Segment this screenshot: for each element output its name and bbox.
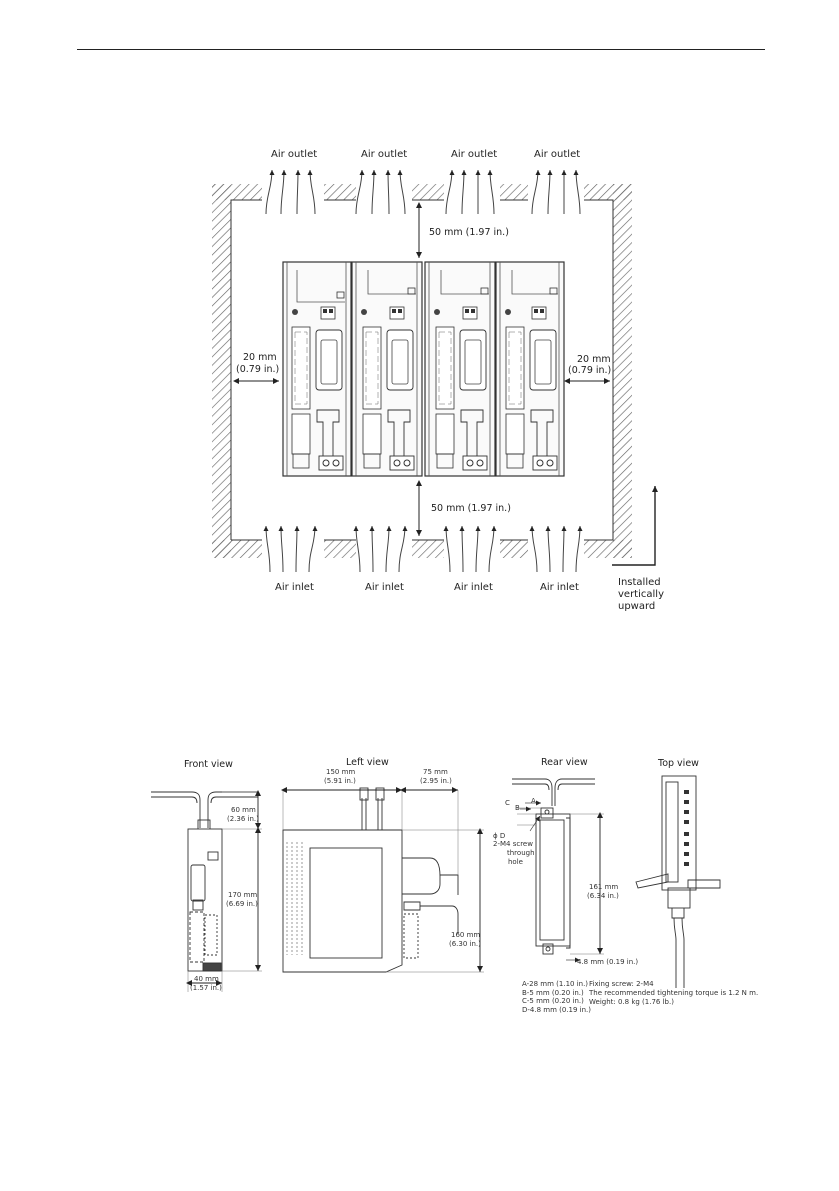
top-view-drawing bbox=[635, 775, 721, 988]
air-outlet-label-1: Air outlet bbox=[271, 149, 317, 160]
right-clearance-in: (0.79 in.) bbox=[568, 365, 611, 376]
rear-label-d: ϕ D bbox=[493, 832, 505, 840]
rear-label-b: B bbox=[515, 804, 520, 812]
top-view-title: Top view bbox=[657, 758, 699, 769]
dim-40-mm: 40 mm bbox=[194, 975, 219, 983]
cabinet-wall-hatched bbox=[212, 184, 632, 558]
dim-4-8: 4.8 mm (0.19 in.) bbox=[577, 958, 638, 966]
cabinet-figure: Air outlet Air outlet Air outlet Air out… bbox=[212, 149, 664, 612]
air-inlet-arrows bbox=[263, 525, 583, 573]
top-clearance-label: 50 mm (1.97 in.) bbox=[429, 227, 509, 238]
rear-view-title: Rear view bbox=[541, 757, 588, 768]
fixing-screw-note: Fixing screw: 2-M4 bbox=[589, 980, 654, 988]
dim-60-mm: 60 mm bbox=[231, 806, 256, 814]
rear-label-c: C bbox=[505, 799, 510, 807]
air-outlet-label-2: Air outlet bbox=[361, 149, 407, 160]
dim-150-mm: 150 mm bbox=[326, 768, 355, 776]
install-note-line1: Installed bbox=[618, 577, 661, 588]
install-note-line2: vertically bbox=[618, 589, 664, 600]
air-inlet-label-2: Air inlet bbox=[365, 582, 404, 593]
dim-150-in: (5.91 in.) bbox=[324, 777, 356, 785]
header-rule bbox=[77, 49, 765, 50]
left-view-title: Left view bbox=[346, 757, 389, 768]
dim-170-mm: 170 mm bbox=[228, 891, 257, 899]
weight-note: Weight: 0.8 kg (1.76 lb.) bbox=[589, 998, 674, 1006]
rear-view-drawing bbox=[512, 778, 604, 963]
servo-drive-1 bbox=[282, 261, 352, 477]
servo-drive-4 bbox=[495, 261, 565, 477]
right-clearance-mm: 20 mm bbox=[577, 354, 611, 365]
dim-60-in: (2.36 in.) bbox=[227, 815, 259, 823]
dim-170-in: (6.69 in.) bbox=[226, 900, 258, 908]
left-clearance-in: (0.79 in.) bbox=[236, 364, 279, 375]
dim-161-mm: 161 mm bbox=[589, 883, 618, 891]
servo-drive-2 bbox=[351, 261, 423, 477]
servo-drive-3 bbox=[424, 261, 496, 477]
dimension-figure: Front view Left view Rear view Top view … bbox=[151, 757, 758, 1014]
left-clearance-mm: 20 mm bbox=[243, 352, 277, 363]
install-note-line3: upward bbox=[618, 601, 655, 612]
air-inlet-label-1: Air inlet bbox=[275, 582, 314, 593]
screw-note-line3: hole bbox=[508, 858, 523, 866]
legend-b: B-5 mm (0.20 in.) bbox=[522, 989, 584, 997]
dim-161-in: (6.34 in.) bbox=[587, 892, 619, 900]
dim-75-in: (2.95 in.) bbox=[420, 777, 452, 785]
dim-75-mm: 75 mm bbox=[423, 768, 448, 776]
left-view-drawing bbox=[281, 787, 484, 973]
torque-note: The recommended tightening torque is 1.2… bbox=[588, 989, 758, 997]
bottom-clearance-label: 50 mm (1.97 in.) bbox=[431, 503, 511, 514]
legend-d: D-4.8 mm (0.19 in.) bbox=[522, 1006, 591, 1014]
legend-c: C-5 mm (0.20 in.) bbox=[522, 997, 584, 1005]
rear-label-a: A bbox=[531, 797, 536, 805]
dim-40-in: (1.57 in.) bbox=[190, 984, 222, 992]
install-direction-arrow bbox=[612, 486, 658, 566]
air-outlet-arrows bbox=[265, 169, 581, 215]
dim-160-mm: 160 mm bbox=[451, 931, 480, 939]
dim-160-in: (6.30 in.) bbox=[449, 940, 481, 948]
servo-drives-row bbox=[282, 261, 565, 477]
air-inlet-label-4: Air inlet bbox=[540, 582, 579, 593]
air-outlet-label-3: Air outlet bbox=[451, 149, 497, 160]
legend-a: A-28 mm (1.10 in.) bbox=[522, 980, 588, 988]
screw-note-line2: through bbox=[507, 849, 535, 857]
screw-note-line1: 2-M4 screw bbox=[493, 840, 533, 848]
front-view-drawing bbox=[151, 790, 262, 992]
air-inlet-label-3: Air inlet bbox=[454, 582, 493, 593]
air-outlet-label-4: Air outlet bbox=[534, 149, 580, 160]
front-view-title: Front view bbox=[184, 759, 233, 770]
